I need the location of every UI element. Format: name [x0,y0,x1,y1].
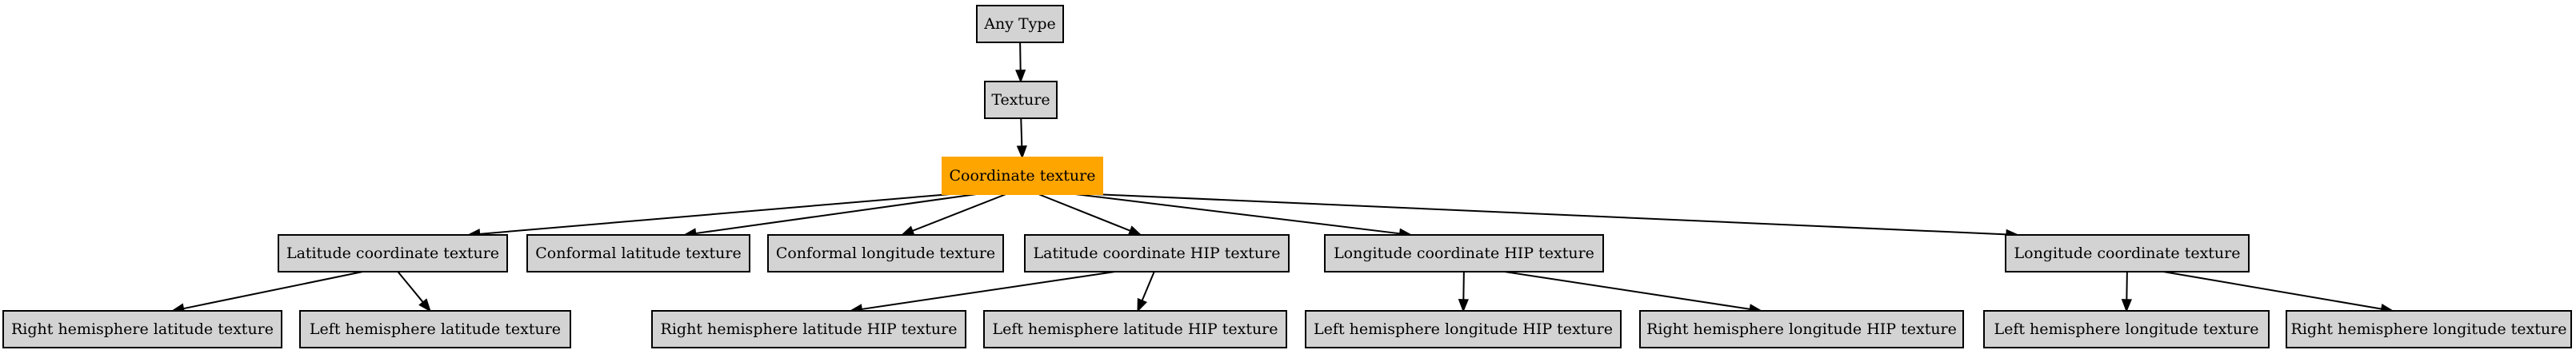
node-label: Right hemisphere longitude texture [2291,320,2567,338]
node-label: Left hemisphere latitude texture [310,320,561,338]
edge-texture-to-coordinate_texture [1020,117,1023,147]
edge-latitude_coordinate_hip_texture-to-right_hemisphere_latitude_hip_texture [861,271,1115,310]
edge-latitude_coordinate_hip_texture-to-left_hemisphere_latitude_hip_texture [1141,271,1155,301]
node-label: Conformal latitude texture [535,245,741,262]
edge-any_type-to-texture [1019,42,1022,71]
edge-longitude_coordinate_texture-to-left_hemisphere_longitude_texture [2126,271,2128,300]
edge-coordinate_texture-to-latitude_coordinate_texture [479,193,951,235]
edge-latitude_coordinate_texture-to-right_hemisphere_latitude_texture [183,271,363,310]
edge-coordinate_texture-to-conformal_latitude_texture [695,193,977,235]
node-label: Right hemisphere latitude HIP texture [661,320,958,338]
edge-longitude_coordinate_texture-to-right_hemisphere_longitude_texture [2163,271,2382,310]
node-label: Longitude coordinate texture [2014,245,2241,262]
node-label: Right hemisphere latitude texture [11,320,274,338]
node-label: Any Type [983,15,1056,33]
node-label: Conformal longitude texture [776,245,995,262]
node-latitude-coordinate-texture[interactable]: Latitude coordinate texture [278,234,508,272]
nodes-layer: Any Type Texture Coordinate texture Lati… [2,5,2572,348]
node-right-hemisphere-longitude-texture[interactable]: Right hemisphere longitude texture [2286,310,2572,348]
node-longitude-coordinate-hip-texture[interactable]: Longitude coordinate HIP texture [1324,234,1604,272]
arrowhead-icon [1137,297,1148,312]
arrowhead-icon [1458,299,1469,313]
node-texture[interactable]: Texture [984,81,1058,119]
arrowhead-icon [418,298,431,312]
edge-coordinate_texture-to-conformal_longitude_texture [912,193,1006,232]
arrowhead-icon [1016,145,1027,160]
node-left-hemisphere-longitude-hip-texture[interactable]: Left hemisphere longitude HIP texture [1305,310,1622,348]
edge-coordinate_texture-to-longitude_coordinate_texture [1094,193,2007,236]
node-label: Longitude coordinate HIP texture [1334,245,1594,262]
edge-coordinate_texture-to-latitude_coordinate_hip_texture [1038,193,1131,232]
node-label: Left hemisphere latitude HIP texture [992,320,1278,338]
edge-coordinate_texture-to-longitude_coordinate_hip_texture [1075,193,1400,235]
node-label: Texture [991,91,1050,109]
arrowhead-icon [900,225,915,236]
node-conformal-longitude-texture[interactable]: Conformal longitude texture [767,234,1004,272]
node-conformal-latitude-texture[interactable]: Conformal latitude texture [526,234,750,272]
node-left-hemisphere-latitude-texture[interactable]: Left hemisphere latitude texture [299,310,571,348]
node-label: Left hemisphere longitude texture [1994,320,2258,338]
node-coordinate-texture[interactable]: Coordinate texture [942,157,1103,195]
node-right-hemisphere-latitude-hip-texture[interactable]: Right hemisphere latitude HIP texture [651,310,966,348]
node-left-hemisphere-latitude-hip-texture[interactable]: Left hemisphere latitude HIP texture [983,310,1287,348]
edges-layer [170,42,2394,315]
node-label: Latitude coordinate HIP texture [1034,245,1281,262]
node-label: Right hemisphere longitude HIP texture [1646,320,1957,338]
node-label: Coordinate texture [949,167,1095,185]
edge-longitude_coordinate_hip_texture-to-left_hemisphere_longitude_hip_texture [1462,271,1465,300]
arrowhead-icon [1015,70,1026,84]
node-left-hemisphere-longitude-texture[interactable]: Left hemisphere longitude texture [1983,310,2270,348]
node-right-hemisphere-longitude-hip-texture[interactable]: Right hemisphere longitude HIP texture [1639,310,1964,348]
arrowhead-icon [2121,299,2132,313]
edge-latitude_coordinate_texture-to-left_hemisphere_latitude_texture [397,271,424,303]
node-right-hemisphere-latitude-texture[interactable]: Right hemisphere latitude texture [2,310,282,348]
edge-longitude_coordinate_hip_texture-to-right_hemisphere_longitude_hip_texture [1504,271,1750,310]
arrowhead-icon [1127,225,1142,236]
node-any-type[interactable]: Any Type [976,5,1064,43]
node-label: Latitude coordinate texture [286,245,499,262]
node-label: Left hemisphere longitude HIP texture [1314,320,1613,338]
node-longitude-coordinate-texture[interactable]: Longitude coordinate texture [2005,234,2250,272]
node-latitude-coordinate-hip-texture[interactable]: Latitude coordinate HIP texture [1024,234,1290,272]
